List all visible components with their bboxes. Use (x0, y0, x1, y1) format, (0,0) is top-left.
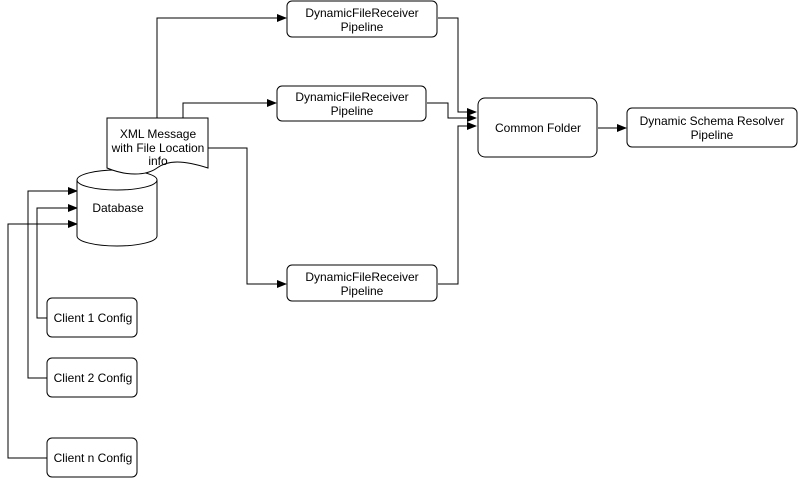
common-folder-label: Common Folder (495, 121, 581, 135)
common-folder-box[interactable]: Common Folder (477, 97, 598, 158)
edge-clientn-to-database (7, 220, 78, 459)
xml-message-label-line3: info (148, 154, 168, 168)
database-label: Database (92, 201, 144, 215)
edge-client1-to-database (36, 204, 78, 319)
database-cylinder[interactable]: Database (76, 169, 158, 247)
client1-config-box[interactable]: Client 1 Config (46, 297, 138, 338)
clientn-config-label: Client n Config (54, 451, 133, 465)
xml-message-document[interactable]: XML Message with File Location info (106, 117, 209, 175)
connectors (7, 14, 627, 459)
edge-client2-to-database (27, 187, 78, 379)
pipeline-bottom-label-line2: Pipeline (341, 284, 384, 298)
client2-config-label: Client 2 Config (54, 371, 133, 385)
pipeline-mid-label-line1: DynamicFileReceiver (295, 90, 408, 104)
pipeline-mid-box[interactable]: DynamicFileReceiver Pipeline (276, 85, 427, 122)
edge-xml-to-pipeline-top (156, 14, 287, 118)
client1-config-label: Client 1 Config (54, 311, 133, 325)
edge-pipeline-mid-to-common-folder (427, 102, 477, 122)
edge-pipeline-bottom-to-common-folder (438, 122, 477, 285)
schema-resolver-label-line1: Dynamic Schema Resolver (640, 114, 785, 128)
pipeline-top-label-line1: DynamicFileReceiver (305, 6, 418, 20)
client2-config-box[interactable]: Client 2 Config (46, 357, 138, 398)
pipeline-top-label-line2: Pipeline (341, 20, 384, 34)
xml-message-label-line2: with File Location (111, 141, 205, 155)
edge-pipeline-top-to-common-folder (438, 17, 477, 116)
edge-xml-to-pipeline-mid (182, 99, 277, 118)
pipeline-top-box[interactable]: DynamicFileReceiver Pipeline (286, 0, 438, 38)
edge-xml-to-pipeline-bottom (208, 147, 287, 288)
schema-resolver-label-line2: Pipeline (691, 128, 734, 142)
schema-resolver-box[interactable]: Dynamic Schema Resolver Pipeline (626, 107, 798, 148)
pipeline-bottom-label-line1: DynamicFileReceiver (305, 270, 418, 284)
pipeline-bottom-box[interactable]: DynamicFileReceiver Pipeline (286, 264, 438, 302)
pipeline-mid-label-line2: Pipeline (331, 104, 374, 118)
clientn-config-box[interactable]: Client n Config (46, 437, 138, 478)
xml-message-label-line1: XML Message (120, 127, 197, 141)
